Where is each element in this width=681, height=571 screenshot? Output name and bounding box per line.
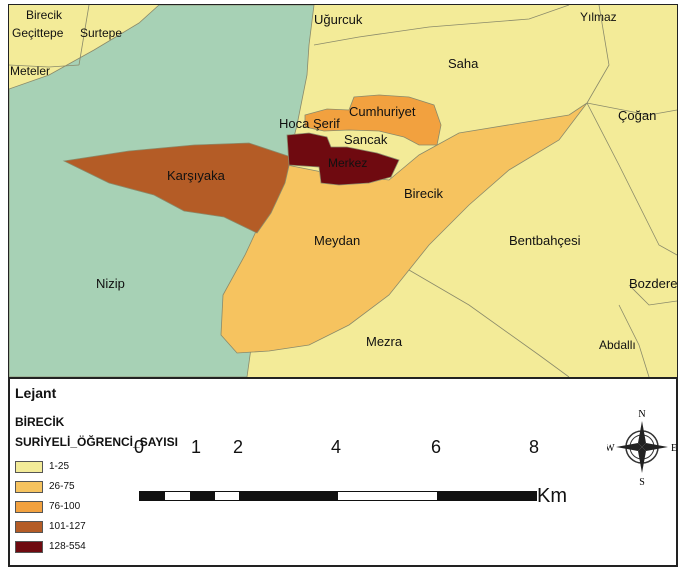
legend-title: Lejant	[15, 385, 57, 401]
legend-label-76-100: 76-100	[49, 501, 81, 512]
scale-seg	[190, 492, 215, 500]
scale-tick-1: 1	[191, 437, 202, 457]
label-karsiyaka: Karşıyaka	[167, 168, 225, 183]
legend-swatch-1-25	[15, 461, 43, 473]
label-sancak: Sancak	[344, 132, 388, 147]
district-boundaries	[9, 5, 677, 377]
choropleth-map	[9, 5, 677, 377]
compass-n: N	[638, 409, 645, 420]
label-meteler: Meteler	[10, 64, 51, 78]
district-cumhuriyet	[304, 94, 442, 146]
legend-swatch-101-127	[15, 521, 43, 533]
label-surtepe: Surtepe	[80, 26, 123, 40]
legend-region: BİRECİK	[15, 415, 65, 429]
scale-seg	[239, 492, 338, 500]
label-cogan: Çoğan	[618, 108, 657, 123]
scale-tick-0: 0	[134, 437, 145, 457]
label-birecik: Birecik	[404, 186, 444, 201]
legend-swatch-128-554	[15, 541, 43, 553]
legend-field-name: SURİYELİ_ÖĞRENCİ_SAYISI	[15, 435, 178, 449]
legend-swatch-76-100	[15, 501, 43, 513]
scale-unit: Km	[537, 485, 567, 507]
label-ugurcuk: Uğurcuk	[314, 12, 363, 27]
legend-label-101-127: 101-127	[49, 521, 86, 532]
legend-label-1-25: 1-25	[49, 461, 70, 472]
label-saha: Saha	[448, 56, 479, 71]
scale-seg	[437, 492, 537, 500]
legend-label-128-554: 128-554	[49, 541, 86, 552]
label-bentbahcesi: Bentbahçesi	[509, 233, 581, 248]
district-merkez	[286, 132, 400, 186]
label-abdalli: Abdallı	[599, 338, 636, 352]
label-cumhuriyet: Cumhuriyet	[349, 104, 416, 119]
legend-label-26-75: 26-75	[49, 481, 75, 492]
label-birecik-gecittepe: Birecik	[26, 8, 63, 22]
scale-tick-2: 2	[233, 437, 244, 457]
scale-tick-4: 4	[331, 437, 342, 457]
label-gecittepe: Geçittepe	[12, 26, 64, 40]
label-hoca-serif: Hoca Şerif	[279, 116, 340, 131]
compass-w: W	[607, 443, 615, 454]
label-yilmaz: Yılmaz	[580, 10, 617, 24]
scale-bar	[139, 491, 537, 501]
label-bozdere: Bozdere	[629, 276, 678, 291]
label-nizip: Nizip	[96, 276, 125, 291]
scale-seg	[140, 492, 165, 500]
district-karsiyaka	[62, 142, 292, 234]
scale-tick-8: 8	[529, 437, 540, 457]
district-meydan	[220, 102, 588, 354]
compass-s: S	[639, 477, 645, 487]
compass-e: E	[671, 443, 677, 454]
compass-rose-icon: N S W E	[607, 409, 677, 487]
legend-swatch-26-75	[15, 481, 43, 493]
label-meydan: Meydan	[314, 233, 361, 248]
scale-tick-6: 6	[431, 437, 442, 457]
label-merkez: Merkez	[328, 156, 368, 170]
legend-panel: Lejant BİRECİK SURİYELİ_ÖĞRENCİ_SAYISI 1…	[9, 377, 677, 569]
label-mezra: Mezra	[366, 334, 403, 349]
